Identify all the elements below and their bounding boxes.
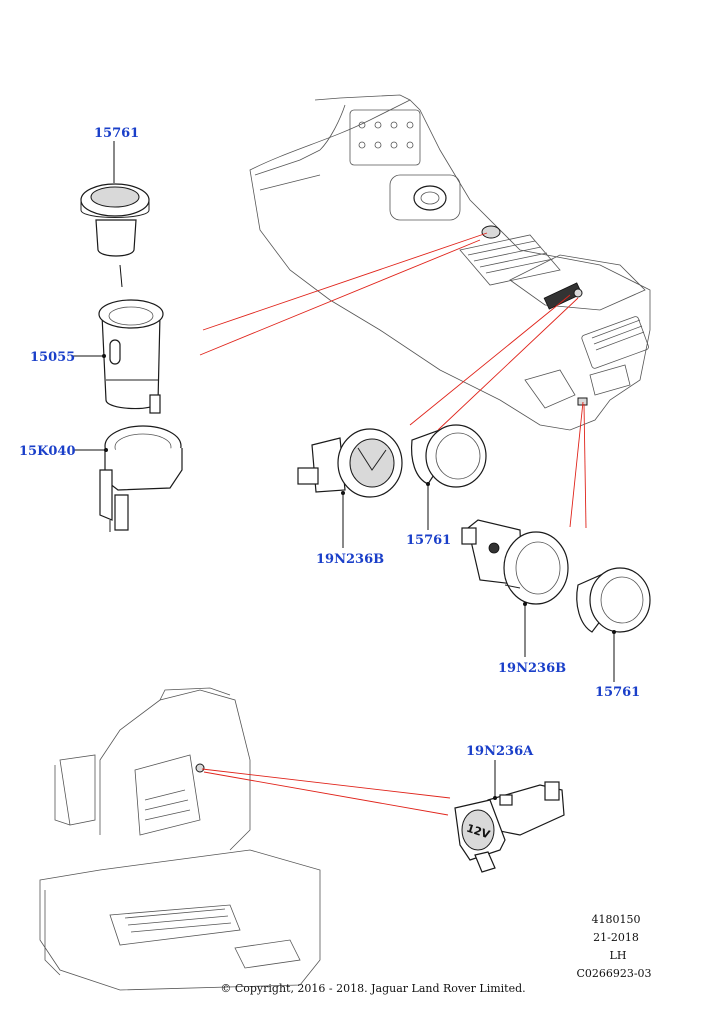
callout-15761-middle: 15761 [406, 533, 451, 548]
leader-line [119, 264, 123, 288]
cap-15761-middle [410, 424, 487, 488]
info-ref-number: 4180150 [592, 913, 641, 926]
callout-15055: 15055 [30, 350, 75, 365]
callout-15761-right: 15761 [595, 685, 640, 700]
callout-19N236B-left: 19N236B [316, 552, 384, 567]
callout-19N236B-right: 19N236B [498, 661, 566, 676]
callout-19N236A: 19N236A [466, 744, 534, 759]
info-illustration-code: C0266923-03 [576, 967, 651, 980]
luggage-compartment-illustration [39, 687, 321, 991]
info-side: LH [610, 949, 627, 962]
info-date-code: 21-2018 [593, 931, 639, 944]
copyright-notice: © Copyright, 2016 - 2018. Jaguar Land Ro… [220, 982, 525, 995]
socket-19N236B-left [297, 428, 403, 498]
callout-15K040: 15K040 [19, 444, 76, 459]
location-pointer-lines [199, 232, 587, 816]
housing-15055 [98, 299, 164, 414]
callout-leaders [72, 141, 616, 800]
cap-15761-top [80, 183, 150, 257]
socket-19N236A: 12V [454, 781, 565, 873]
cap-15761-right [576, 567, 651, 633]
callout-15761-top: 15761 [94, 126, 139, 141]
center-console-illustration [249, 94, 651, 431]
bracket-15K040 [99, 425, 183, 532]
socket-19N236B-right [461, 519, 569, 605]
